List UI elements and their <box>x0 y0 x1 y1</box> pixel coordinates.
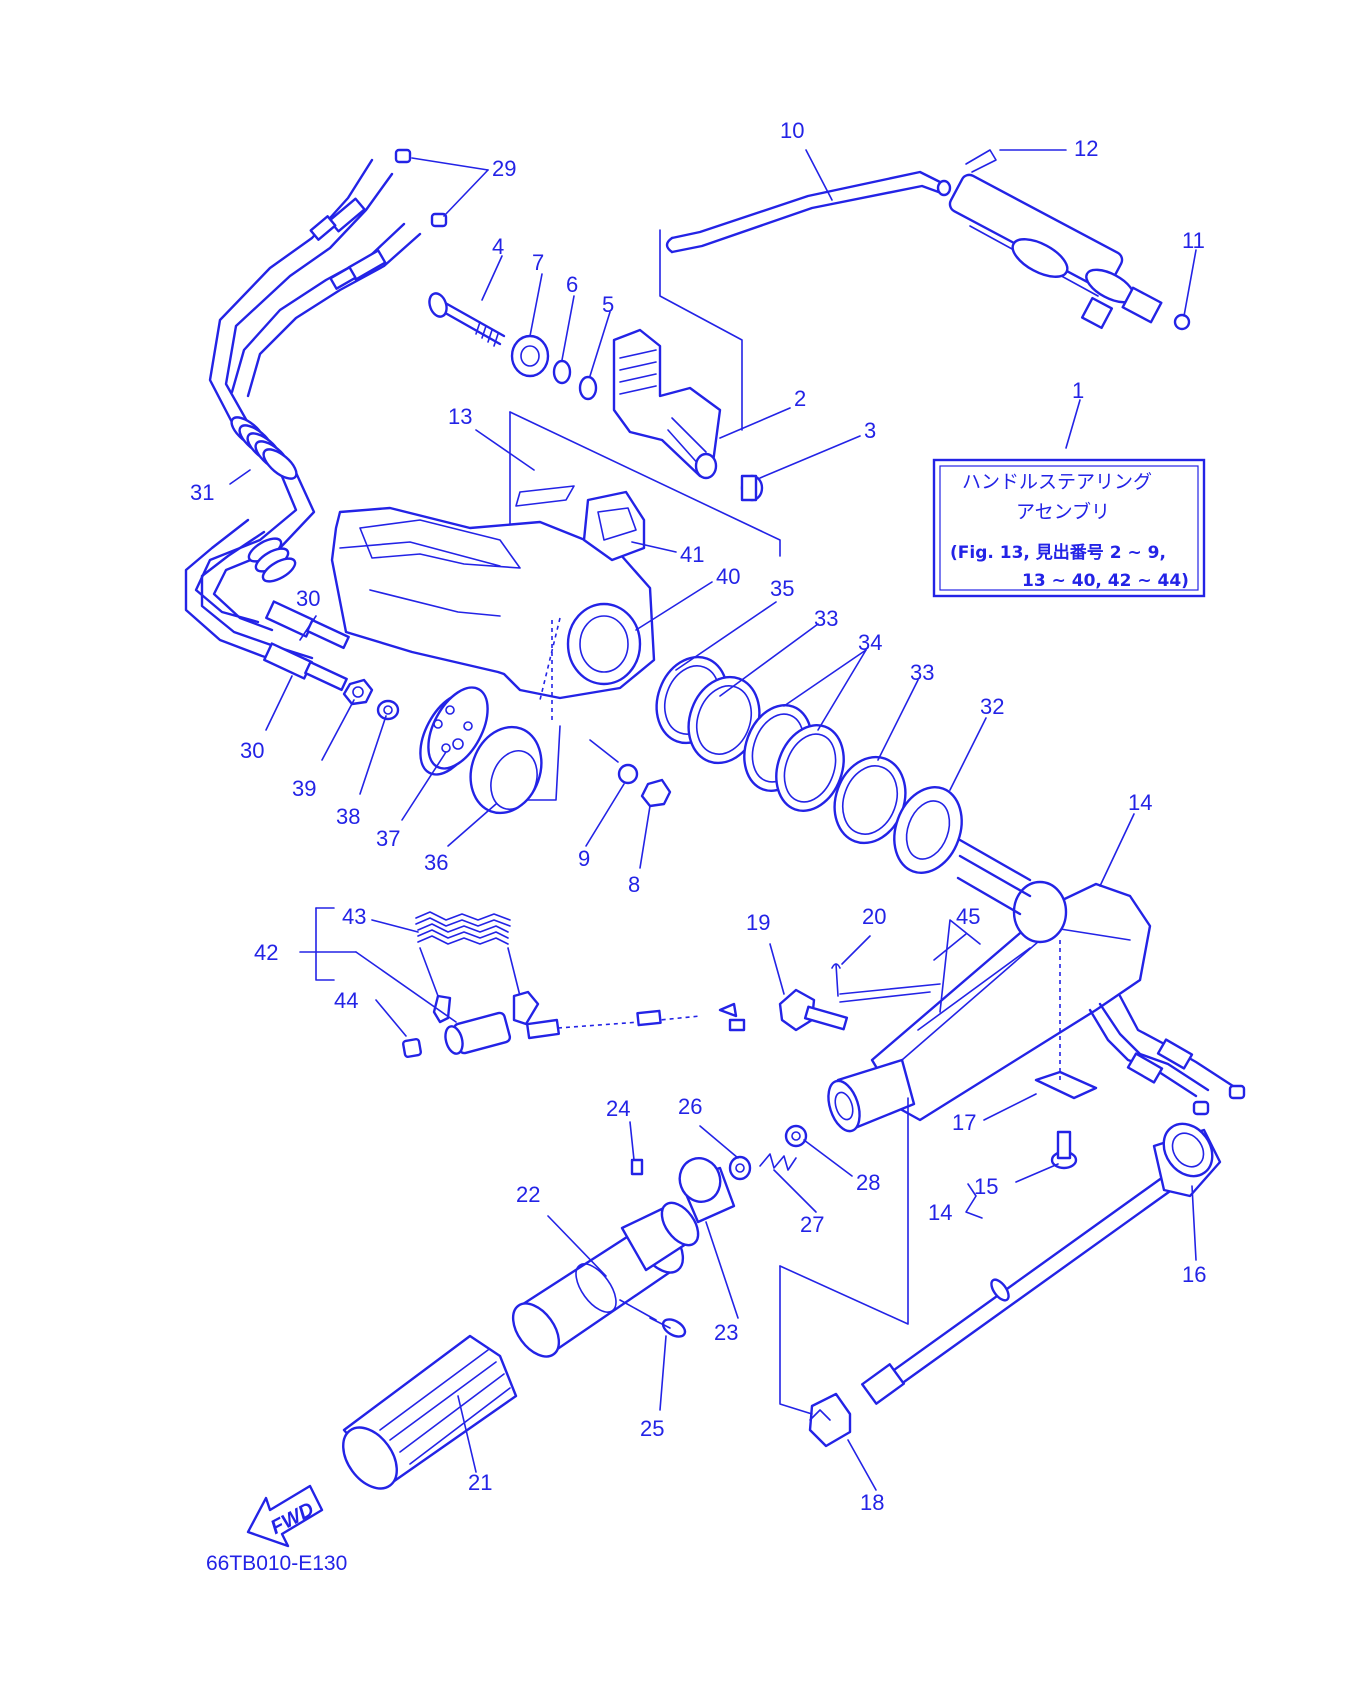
callout-34: 34 <box>858 630 882 655</box>
cable-grommet-plate <box>419 686 489 776</box>
throttle-grip-assembly <box>342 1124 808 1490</box>
callout-38: 38 <box>336 804 360 829</box>
callout-42: 42 <box>254 940 278 965</box>
callout-24: 24 <box>606 1096 630 1121</box>
callout-36: 36 <box>424 850 448 875</box>
callout-28: 28 <box>856 1170 880 1195</box>
callout-44: 44 <box>334 988 358 1013</box>
assembly-name-line2: アセンブリ <box>1016 500 1110 523</box>
figure-code: 66TB010-E130 <box>206 1552 347 1575</box>
callout-6: 6 <box>566 272 578 297</box>
shaft-bushings-and-washers <box>469 655 963 874</box>
fwd-arrow-icon: FWD <box>246 1484 324 1548</box>
callout-14b: 14 <box>928 1200 952 1225</box>
callout-11: 11 <box>1182 228 1205 253</box>
callout-35: 35 <box>770 576 794 601</box>
callout-39: 39 <box>292 776 316 801</box>
callout-33a: 33 <box>814 606 838 631</box>
callout-41: 41 <box>680 542 704 567</box>
callout-8: 8 <box>628 872 640 897</box>
callout-31: 31 <box>190 480 214 505</box>
callout-3: 3 <box>864 418 876 443</box>
callout-5: 5 <box>602 292 614 317</box>
callout-15: 15 <box>974 1174 998 1199</box>
callout-leaders <box>229 149 1197 1491</box>
callout-19: 19 <box>746 910 770 935</box>
callout-9: 9 <box>578 846 590 871</box>
callout-30a: 30 <box>296 586 320 611</box>
nut-and-washer <box>342 678 400 721</box>
callout-13: 13 <box>448 404 472 429</box>
callout-45: 45 <box>956 904 980 929</box>
cable-threaded-ends <box>263 600 350 692</box>
callout-14a: 14 <box>1128 790 1152 815</box>
callout-30b: 30 <box>240 738 264 763</box>
assembly-note-box: ハンドルステアリング アセンブリ (Fig. 13, 見出番号 2 ~ 9, 1… <box>932 458 1206 598</box>
assembly-ref-line1: (Fig. 13, 見出番号 2 ~ 9, <box>950 542 1166 563</box>
callout-25: 25 <box>640 1416 664 1441</box>
callout-numbers: 1 2 3 4 5 6 7 8 9 10 11 12 13 14 14 15 1… <box>190 118 1206 1515</box>
cable-end-fittings <box>309 148 448 290</box>
callout-37: 37 <box>376 826 400 851</box>
callout-12: 12 <box>1074 136 1098 161</box>
callout-18: 18 <box>860 1490 884 1515</box>
callout-4: 4 <box>492 234 504 259</box>
callout-7: 7 <box>532 250 544 275</box>
callout-33b: 33 <box>910 660 934 685</box>
callout-16: 16 <box>1182 1262 1206 1287</box>
assembly-name-line1: ハンドルステアリング <box>962 471 1152 493</box>
callout-26: 26 <box>678 1094 702 1119</box>
callout-32: 32 <box>980 694 1004 719</box>
callout-10: 10 <box>780 118 804 143</box>
engine-stop-switch <box>402 911 746 1058</box>
throttle-friction-knob <box>778 963 941 1032</box>
callout-27: 27 <box>800 1212 824 1237</box>
callout-43: 43 <box>342 904 366 929</box>
throttle-friction-lever <box>428 292 764 502</box>
tiller-housing <box>330 485 656 720</box>
callout-20: 20 <box>862 904 886 929</box>
callout-1: 1 <box>1072 378 1084 403</box>
callout-29: 29 <box>492 156 516 181</box>
callout-17: 17 <box>952 1110 976 1135</box>
cable-bellows <box>230 416 298 583</box>
throttle-rod <box>779 1097 1222 1448</box>
steering-link-rod <box>665 149 1191 331</box>
callout-21: 21 <box>468 1470 492 1495</box>
callout-23: 23 <box>714 1320 738 1345</box>
throttle-cable-assembly <box>184 148 489 776</box>
steering-handle-bracket <box>827 838 1246 1133</box>
assembly-ref-line2: 13 ~ 40, 42 ~ 44) <box>1022 571 1189 591</box>
callout-40: 40 <box>716 564 740 589</box>
callout-2: 2 <box>794 386 806 411</box>
callout-22: 22 <box>516 1182 540 1207</box>
